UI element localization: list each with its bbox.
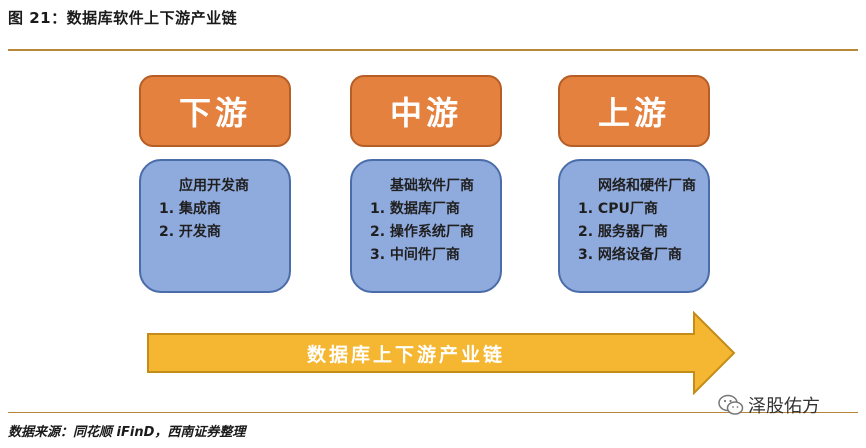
- source-note: 数据来源：同花顺 iFinD，西南证券整理: [8, 425, 246, 440]
- stage-item: 2. 开发商: [159, 224, 221, 240]
- stage-item: 2. 操作系统厂商: [370, 224, 474, 240]
- watermark-text: 泽股佑方: [748, 396, 820, 417]
- stage-item: 2. 服务器厂商: [578, 224, 668, 240]
- title-divider: [8, 49, 858, 51]
- stage-header-downstream: 下游: [139, 75, 291, 147]
- watermark: 泽股佑方: [718, 392, 820, 418]
- stage-box-upstream: 网络和硬件厂商 1. CPU厂商 2. 服务器厂商 3. 网络设备厂商: [558, 159, 710, 293]
- flow-arrow: [147, 311, 736, 395]
- figure-title: 图 21：数据库软件上下游产业链: [8, 9, 238, 27]
- stage-box-title: 网络和硬件厂商: [598, 178, 696, 194]
- stage-box-title: 应用开发商: [179, 178, 249, 194]
- footer-divider: [8, 412, 858, 413]
- stage-box-midstream: 基础软件厂商 1. 数据库厂商 2. 操作系统厂商 3. 中间件厂商: [350, 159, 502, 293]
- stage-item: 3. 网络设备厂商: [578, 247, 682, 263]
- stage-item: 1. CPU厂商: [578, 201, 658, 217]
- stage-box-title: 基础软件厂商: [390, 178, 474, 194]
- stage-header-upstream: 上游: [558, 75, 710, 147]
- stage-box-downstream: 应用开发商 1. 集成商 2. 开发商: [139, 159, 291, 293]
- stage-item: 3. 中间件厂商: [370, 247, 460, 263]
- stage-item: 1. 集成商: [159, 201, 221, 217]
- wechat-icon: [718, 394, 744, 415]
- stage-item: 1. 数据库厂商: [370, 201, 460, 217]
- stage-header-midstream: 中游: [350, 75, 502, 147]
- flow-arrow-label: 数据库上下游产业链: [306, 343, 505, 366]
